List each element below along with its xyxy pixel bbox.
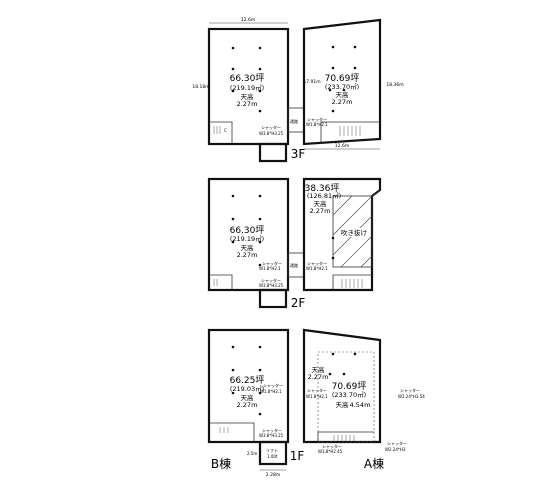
a-3f-ceiling: 2.27m <box>332 98 353 106</box>
floor-3f: 12.6m 18.18m 66.30坪 (219.19㎡) 天高 2.27m C… <box>192 17 404 163</box>
a-2f-shutter-size: W1.8*H2.1 <box>306 266 328 271</box>
b-1f-shutter2: シャッター <box>262 427 282 433</box>
floor-label-1f: 1F <box>290 449 305 463</box>
b-3f-area: 66.30坪 <box>230 73 265 84</box>
b-3f-ceiling-label: 天高 <box>241 92 255 101</box>
b-1f-lift-dim: 2.28m <box>266 472 280 478</box>
a-1f-outline <box>302 328 382 444</box>
a-1f-shutter3-size: W2.24*H3.54 <box>398 394 425 399</box>
b-3f-dim-top: 12.6m <box>241 17 255 23</box>
b-3f-area-m2: (219.19㎡) <box>230 83 264 92</box>
b-2f-ceiling-label: 天高 <box>241 243 255 252</box>
b-3f-dim-left: 18.18m <box>192 84 209 90</box>
building-a-label: A棟 <box>364 456 384 471</box>
b-1f-ceiling-label: 天高 <box>241 393 255 402</box>
a-2f-shutter: シャッター <box>307 260 327 266</box>
a-1f-shutter4-size: W2.24*H3 <box>385 447 406 452</box>
b-3f-room-mark: C <box>224 128 227 133</box>
b-3f-shutter: シャッター <box>261 124 281 130</box>
a-1f-shutter: シャッター <box>307 387 327 393</box>
b-1f-lift-label: リフト <box>266 448 278 453</box>
a-1f-shutter2: シャッター <box>322 443 342 449</box>
a-1f-high-ceiling-zone <box>317 351 375 443</box>
floor-label-2f: 2F <box>291 296 306 310</box>
a-1f-shutter-size: W1.8*H2.1 <box>306 394 328 399</box>
b-3f-outline <box>207 27 290 146</box>
b-2f-outline <box>207 177 290 292</box>
a-3f-dim-bottom: 12.6m <box>335 143 349 149</box>
a-3f-area: 70.69坪 <box>325 73 360 84</box>
b-2f-shutter2-size: W1.8*H2.1 <box>259 266 281 271</box>
b-1f-area-m2: (219.03㎡) <box>230 384 264 393</box>
3f-passage-label: 通路 <box>290 118 298 124</box>
a-1f-ceiling-label: 天高 <box>312 365 326 374</box>
a-3f-area-m2: (233.70㎡) <box>325 82 359 91</box>
b-1f-shutter-size: W1.8*H2.1 <box>260 389 282 394</box>
b-2f-shutter: シャッター <box>261 277 281 283</box>
a-1f-shutter2-size: W3.8*H2.45 <box>318 449 343 454</box>
b-1f-lift-dim-side: 2.5m <box>247 451 257 456</box>
b-3f-lift-shaft <box>258 142 288 163</box>
b-2f-ceiling: 2.27m <box>237 251 258 259</box>
b-1f-lift-size: 1.00t <box>267 454 278 459</box>
a-3f-outline <box>302 18 382 146</box>
floor-label-3f: 3F <box>291 147 306 161</box>
b-1f-shutter2-size: W3.8*H3.25 <box>259 433 284 438</box>
a-2f-ceiling-label: 天高 <box>314 199 328 208</box>
b-3f-ceiling: 2.27m <box>237 100 258 108</box>
a-3f-dim-right: 18.36m <box>386 82 403 88</box>
b-1f-shutter: シャッター <box>263 382 283 388</box>
a-3f-shutter-size: W1.8*H2.1 <box>306 122 328 127</box>
a-1f-ceiling2-label: 天高 <box>336 400 350 409</box>
a-3f-shutter: シャッター <box>307 116 327 122</box>
b-2f-area: 66.30坪 <box>230 225 265 236</box>
a-1f-ceiling2: 4.54m <box>350 401 371 409</box>
a-2f-area: 38.36坪 <box>305 183 340 194</box>
b-2f-shutter2: シャッター <box>262 260 282 266</box>
b-2f-area-m2: (219.19㎡) <box>230 234 264 243</box>
b-3f-shutter-size: W3.8*H3.25 <box>259 131 284 136</box>
b-1f-lift <box>258 440 288 466</box>
a-2f-area-m2: (126.81㎡) <box>307 191 341 200</box>
b-1f-area: 66.25坪 <box>230 375 265 386</box>
a-2f-ceiling: 2.27m <box>310 207 331 215</box>
floor-1f: 66.25坪 (219.03㎡) 天高 2.27m シャッター W1.8*H2.… <box>207 328 425 478</box>
b-1f-ceiling: 2.27m <box>237 401 258 409</box>
a-1f-ceiling: 2.27m <box>308 373 329 381</box>
a-3f-ceiling-label: 天高 <box>336 90 350 99</box>
a-1f-area-m2: (233.70㎡) <box>332 390 366 399</box>
2f-passage-label: 通路 <box>290 262 298 268</box>
a-2f-void-label: 吹き抜け <box>341 228 367 237</box>
a-3f-dim-left: 17.91m <box>303 79 320 85</box>
b-1f-outline <box>207 328 290 444</box>
building-b-label: B棟 <box>211 456 231 471</box>
a-2f-void <box>332 195 373 268</box>
a-1f-shutter4: シャッター <box>387 440 407 446</box>
b-2f-shutter-size: W3.8*H3.25 <box>259 283 284 288</box>
b-2f-lift-shaft <box>258 288 288 309</box>
a-1f-shutter3: シャッター <box>400 387 420 393</box>
floor-2f: 66.30坪 (219.19㎡) 天高 2.27m シャッター W3.8*H3.… <box>207 177 382 310</box>
a-1f-area: 70.69坪 <box>332 381 367 392</box>
